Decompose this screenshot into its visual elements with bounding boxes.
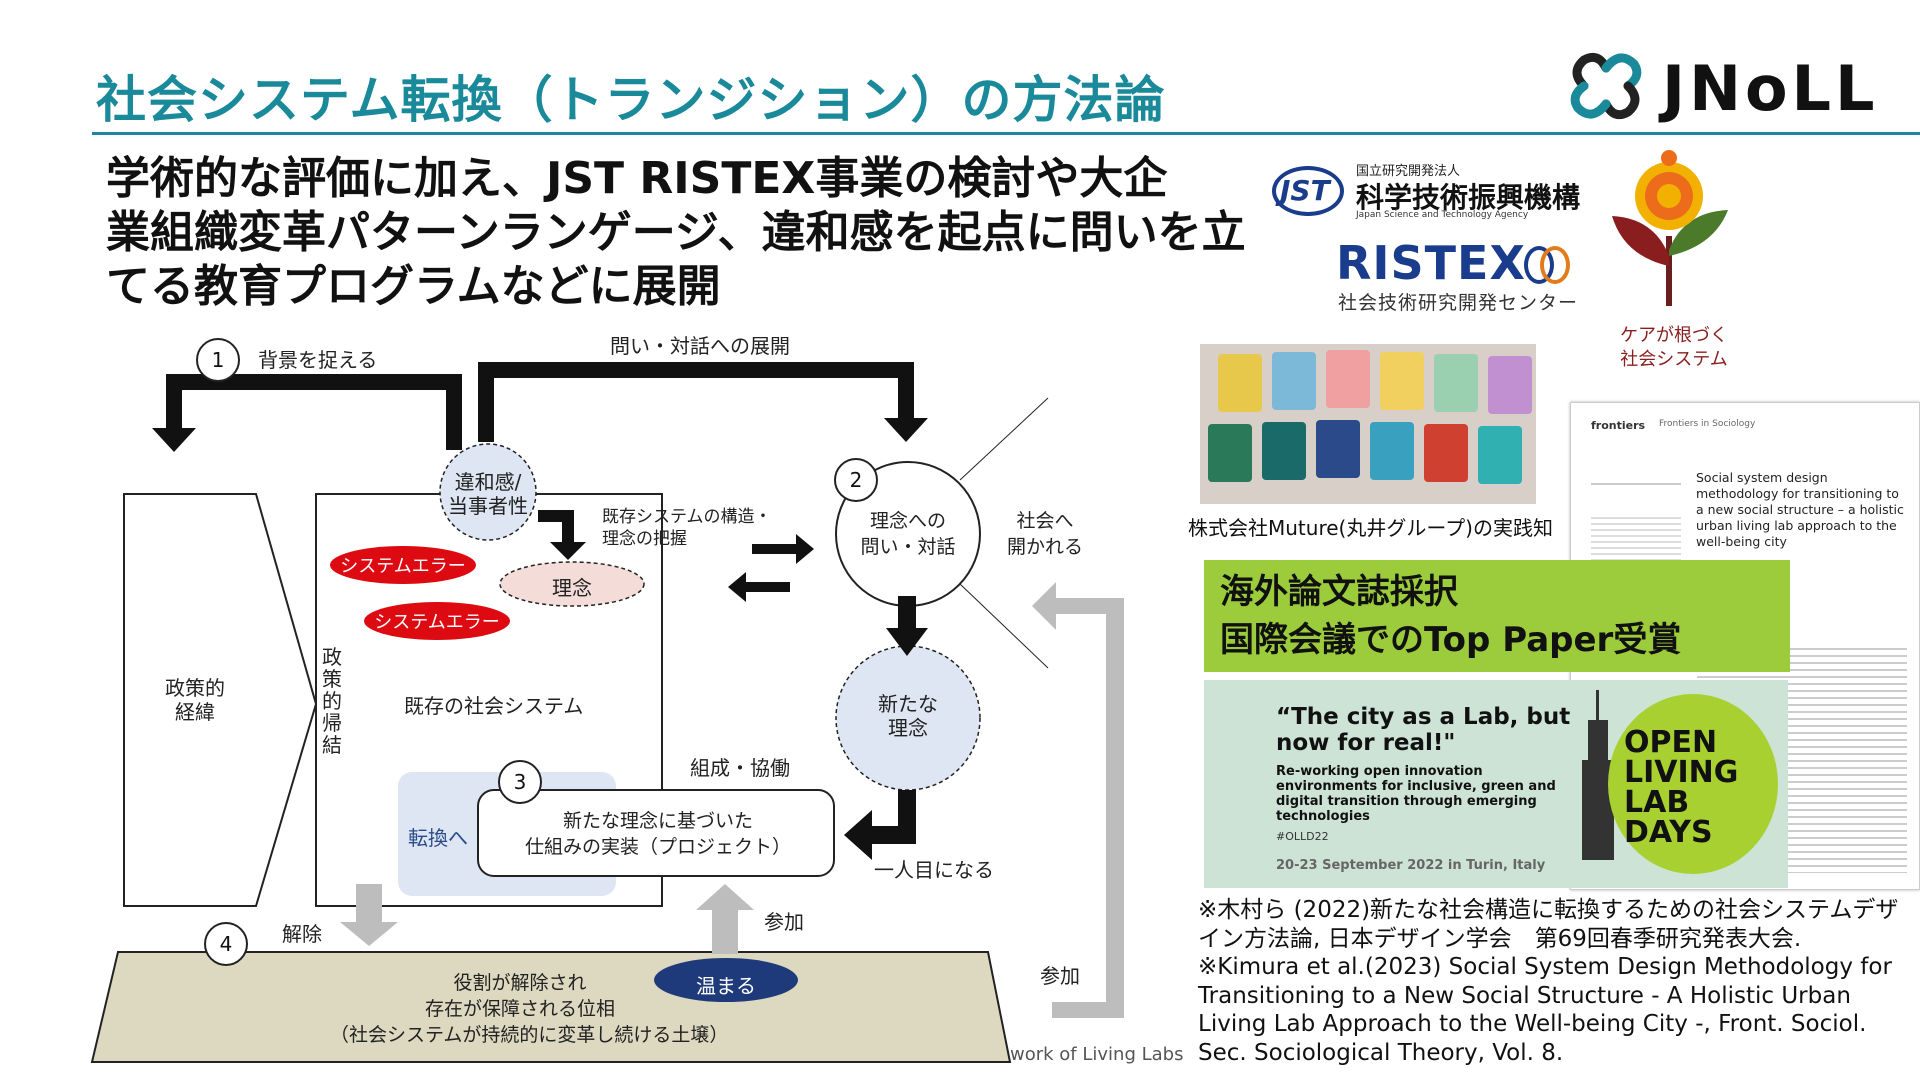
step-4-badge: 4 <box>204 922 248 966</box>
existing-social-system-label: 既存の社会システム <box>404 694 584 718</box>
ristex-wordmark: RISTEX <box>1336 236 1526 290</box>
references: ※木村ら (2022)新たな社会構造に転換するための社会システムデザイン方法論,… <box>1198 896 1918 1068</box>
jst-logo: JST 国立研究開発法人 科学技術振興機構 Japan Science and … <box>1272 160 1602 220</box>
system-error-badge-2: システムエラー <box>364 602 510 640</box>
olld-subtitle: Re-working open innovation environments … <box>1276 764 1556 824</box>
page-title: 社会システム転換（トランジション）の方法論 <box>96 71 1166 129</box>
jst-english-name: Japan Science and Technology Agency <box>1356 210 1529 220</box>
jst-org-label: 国立研究開発法人 <box>1356 164 1461 179</box>
care-caption: ケアが根づく 社会システム <box>1620 325 1728 370</box>
divider-line-bottom <box>959 583 1049 669</box>
question-circle-label: 理念への 問い・対話 <box>860 510 956 558</box>
ristex-subtitle: 社会技術研究開発センター <box>1338 292 1579 314</box>
ristex-ring-icon-2 <box>1540 246 1570 284</box>
olld-quote: “The city as a Lab, but now for real!" <box>1276 704 1571 756</box>
rinen-ellipse <box>499 561 645 607</box>
warm-ellipse <box>654 958 798 1002</box>
olld-date: 20-23 September 2022 in Turin, Italy <box>1276 858 1546 873</box>
olld-logo-text: OPEN LIVING LAB DAYS <box>1624 725 1739 850</box>
new-ideals-label: 新たな 理念 <box>878 692 938 740</box>
step-2-badge: 2 <box>834 458 878 502</box>
olld-hashtag: #OLLD22 <box>1276 830 1329 843</box>
muture-caption: 株式会社Muture(丸井グループ)の実践知 <box>1188 516 1553 540</box>
olld-poster: “The city as a Lab, but now for real!" R… <box>1204 680 1788 888</box>
system-error-badge-1: システムエラー <box>330 546 476 584</box>
soil-label: 役割が解除され 存在が保障される位相 （社会システムが持続的に変革し続ける土壌） <box>330 972 729 1046</box>
subtitle-line-3: てる教育プログラムなどに展開 <box>106 261 721 312</box>
award-banner: 海外論文誌採択 国際会議でのTop Paper受賞 <box>1204 560 1790 672</box>
subtitle-line-2: 業組織変革パターンランゲージ、違和感を起点に問いを立 <box>106 207 1246 258</box>
ristex-logo: RISTEX 社会技術研究開発センター <box>1336 236 1596 316</box>
open-to-society-label: 社会へ 開かれる <box>1006 510 1083 558</box>
first-person-label: 一人目になる <box>874 858 994 882</box>
gray-arrows <box>340 582 1124 1018</box>
rinen-label: 理念 <box>552 576 592 600</box>
step-1-label: 背景を捉える <box>258 348 378 372</box>
olld-logo-circle <box>1608 694 1778 874</box>
subtitle-line-1: 学術的な評価に加え、JST RISTEX事業の検討や大企 <box>106 153 1168 204</box>
jnoll-wordmark: JNoLL <box>1662 52 1879 125</box>
subtitle: 学術的な評価に加え、JST RISTEX事業の検討や大企 業組織変革パターンラン… <box>106 152 1266 314</box>
transition-label: 転換へ <box>408 826 468 850</box>
step-3-badge: 3 <box>498 760 542 804</box>
participate-label-1: 参加 <box>764 910 804 934</box>
policy-history-label: 政策的 経緯 <box>165 676 225 724</box>
step-1-badge: 1 <box>196 338 240 382</box>
reference-1: ※木村ら (2022)新たな社会構造に転換するための社会システムデザイン方法論,… <box>1198 897 1899 952</box>
jst-ring-icon <box>1272 166 1344 216</box>
divider-line-top <box>959 397 1049 481</box>
title-underline <box>92 132 1920 135</box>
care-plant-logo <box>1604 146 1734 306</box>
policy-outcome-label: 政策的帰結 <box>322 645 342 757</box>
jnoll-knot-icon <box>1570 52 1642 120</box>
existing-structure-label: 既存システムの構造・ 理念の把握 <box>602 507 772 549</box>
jnoll-logo: JNoLL <box>1562 46 1912 126</box>
paper-title: Social system design methodology for tra… <box>1696 470 1904 549</box>
footer-partial-text: work of Living Labs <box>1010 1044 1184 1065</box>
iwakan-circle <box>439 443 537 541</box>
release-label: 解除 <box>282 922 322 946</box>
black-arrows <box>152 362 928 860</box>
banner-line-1: 海外論文誌採択 <box>1220 572 1458 612</box>
policy-history-shape <box>123 493 318 907</box>
banner-line-2: 国際会議でのTop Paper受賞 <box>1220 620 1682 660</box>
warm-label: 温まる <box>696 974 756 998</box>
plant-icon <box>1612 150 1728 306</box>
project-label: 新たな理念に基づいた 仕組みの実装（プロジェクト） <box>524 810 791 858</box>
journal-section: Frontiers in Sociology <box>1659 419 1756 429</box>
muture-cards-image <box>1200 344 1536 504</box>
jst-name: 科学技術振興機構 <box>1356 181 1581 214</box>
reference-2: ※Kimura et al.(2023) Social System Desig… <box>1198 954 1892 1066</box>
project-box <box>477 789 835 877</box>
dialogue-expansion-label: 問い・対話への展開 <box>610 334 790 358</box>
collaboration-label: 組成・協働 <box>690 756 790 780</box>
participate-label-2: 参加 <box>1040 964 1080 988</box>
iwakan-label: 違和感/ 当事者性 <box>448 470 528 518</box>
journal-name: frontiers <box>1591 419 1646 432</box>
